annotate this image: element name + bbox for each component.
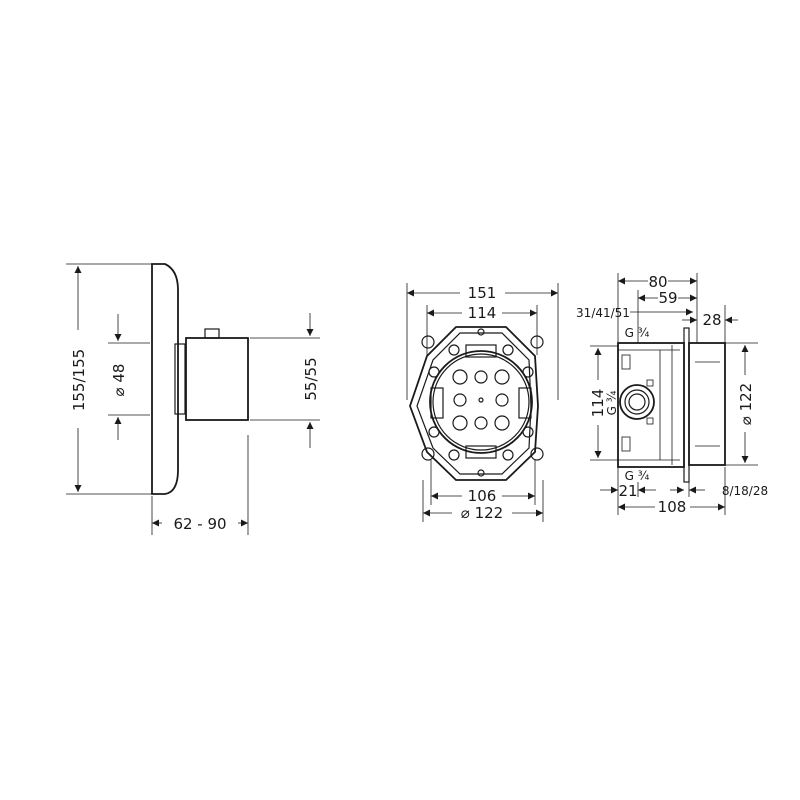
front-view-rough-in: 151 114 106 ⌀ 122	[406, 283, 559, 522]
dim-depth-range-label: 31/41/51	[576, 306, 630, 320]
dim-handle-height-label: 55/55	[302, 357, 320, 400]
port	[495, 393, 509, 407]
trim-spacer	[174, 343, 186, 415]
main-ring	[429, 350, 533, 454]
handle-body	[185, 337, 249, 421]
port	[453, 393, 467, 407]
handle-tab	[204, 328, 220, 339]
dim-diameter-label: ⌀ 122	[461, 504, 503, 522]
port	[474, 370, 488, 384]
dim-28-label: 28	[702, 311, 721, 329]
dim-80-label: 80	[648, 273, 667, 291]
dim-diameter-label: ⌀ 48	[110, 364, 128, 397]
thread-top-label: G ¾	[625, 326, 650, 340]
thread-side-label: G ¾	[605, 390, 619, 415]
dim-108-label: 108	[658, 498, 687, 516]
port	[452, 369, 468, 385]
dim-59-label: 59	[658, 289, 677, 307]
trim-plate-outline	[151, 263, 179, 495]
dim-outer-width-label: 151	[468, 284, 497, 302]
port	[494, 415, 510, 431]
octagon-frame	[409, 326, 539, 481]
mount-ear	[530, 447, 544, 461]
side-port-outer	[619, 384, 655, 420]
clip-left	[430, 387, 444, 419]
side-view-trim: 155/155 ⌀ 48 55/55 62 - 90	[66, 263, 320, 535]
section-view-rough-in: 80 59 31/41/51 28 G ¾ G ¾ 114 G ¾ ⌀ 122	[576, 273, 768, 516]
mount-ear	[421, 335, 435, 349]
cover-box	[688, 342, 726, 466]
clip-bottom	[465, 445, 497, 459]
dim-114-label: 114	[589, 389, 607, 418]
center-port	[478, 397, 484, 403]
dim-inner-width-label: 114	[468, 304, 497, 322]
port	[494, 369, 510, 385]
mount-ear	[421, 447, 435, 461]
clip-top	[465, 344, 497, 358]
housing-body	[617, 342, 685, 468]
dim-21-label: 21	[618, 482, 637, 500]
dim-range-8-18-28-label: 8/18/28	[722, 484, 768, 498]
dim-height-label: 155/155	[70, 349, 88, 411]
clip-right	[518, 387, 532, 419]
port	[452, 415, 468, 431]
dim-projection-label: 62 - 90	[173, 515, 226, 533]
dim-bottom-width-label: 106	[468, 487, 497, 505]
port	[474, 416, 488, 430]
dim-diameter-122-label: ⌀ 122	[737, 383, 755, 425]
thread-bottom-label: G ¾	[625, 469, 650, 483]
